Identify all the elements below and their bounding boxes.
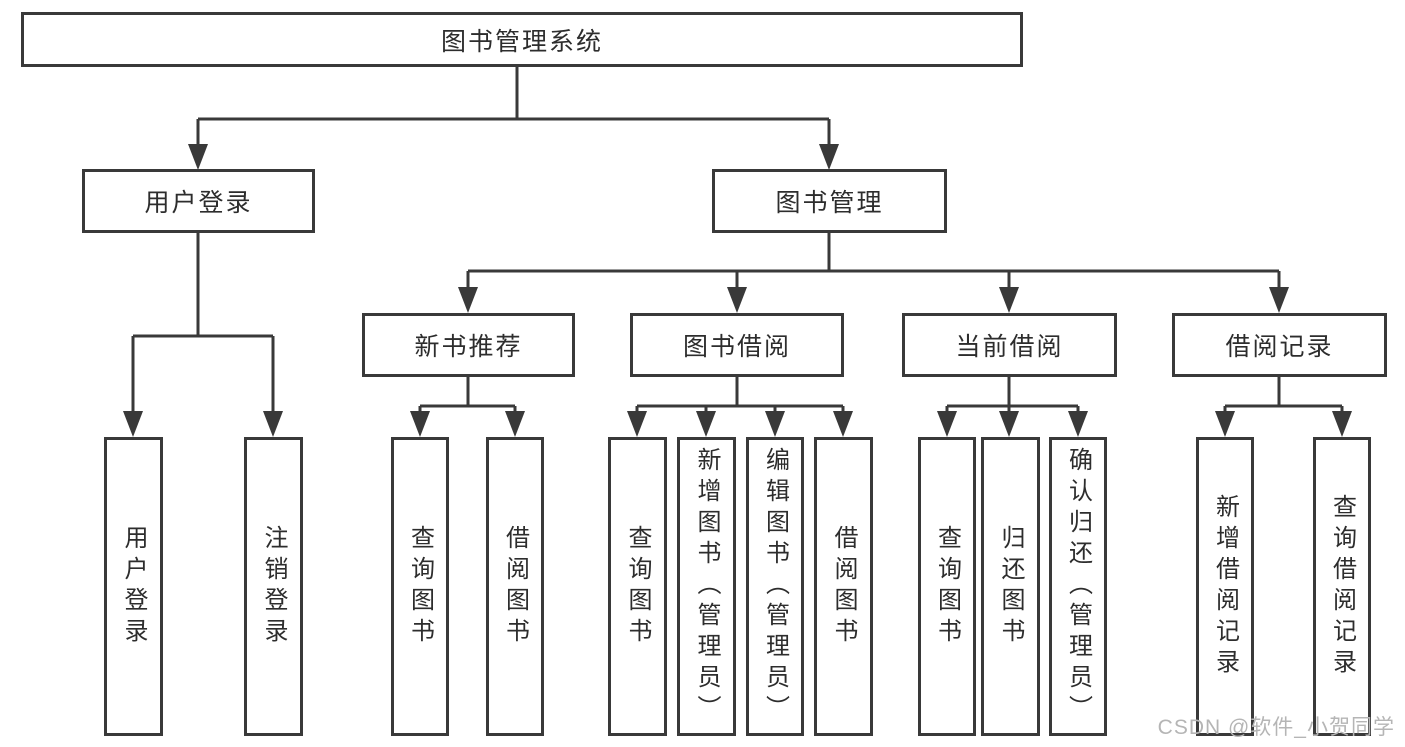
- arrowhead: [999, 411, 1019, 437]
- node-user-login: 用户登录: [82, 169, 315, 233]
- node-root: 图书管理系统: [21, 12, 1023, 67]
- arrowhead: [1068, 411, 1088, 437]
- leaf-label: 注销登录: [260, 524, 287, 649]
- arrowhead: [263, 411, 283, 437]
- node-new-book-recommendation: 新书推荐: [362, 313, 575, 377]
- arrowhead: [505, 411, 525, 437]
- arrowhead: [123, 411, 143, 437]
- arrowhead: [410, 411, 430, 437]
- connector-root-to-level2: [188, 67, 839, 170]
- leaf-label: 查询图书: [624, 524, 651, 649]
- connector-user-login-to-leaves: [123, 232, 283, 437]
- leaf-user-login: 用户登录: [104, 437, 163, 736]
- arrowhead: [627, 411, 647, 437]
- leaf-label: 新增借阅记录: [1211, 493, 1239, 680]
- arrowhead: [999, 287, 1019, 313]
- leaf-query-borrow-record: 查询借阅记录: [1313, 437, 1371, 736]
- leaf-add-borrow-record: 新增借阅记录: [1196, 437, 1254, 736]
- connector-book-borrow-to-leaves: [627, 377, 853, 437]
- leaf-query-books-newbooks: 查询图书: [391, 437, 449, 736]
- arrowhead: [1269, 287, 1289, 313]
- leaf-borrow-books-newbooks: 借阅图书: [486, 437, 544, 736]
- arrowhead: [833, 411, 853, 437]
- leaf-label: 用户登录: [120, 524, 147, 649]
- arrowhead: [819, 144, 839, 170]
- leaf-confirm-return-admin: 确认归还（管理员）: [1049, 437, 1107, 736]
- node-current-borrow: 当前借阅: [902, 313, 1117, 377]
- node-book-management: 图书管理: [712, 169, 947, 233]
- leaf-label: 查询图书: [406, 524, 434, 649]
- watermark: CSDN @软件_小贺同学: [1157, 716, 1395, 739]
- leaf-query-books-current: 查询图书: [918, 437, 976, 736]
- arrowhead: [1332, 411, 1352, 437]
- connector-current-borrow-to-leaves: [937, 377, 1088, 437]
- connector-book-management-to-level3: [458, 233, 1289, 313]
- leaf-query-books-borrow: 查询图书: [608, 437, 667, 736]
- arrowhead: [727, 287, 747, 313]
- arrowhead: [937, 411, 957, 437]
- arrowhead: [696, 411, 716, 437]
- leaf-logout-login: 注销登录: [244, 437, 303, 736]
- arrowhead: [765, 411, 785, 437]
- leaf-label: 查询图书: [933, 524, 961, 649]
- arrowhead: [1215, 411, 1235, 437]
- leaf-label: 归还图书: [997, 524, 1024, 649]
- leaf-label: 新增图书（管理员）: [693, 447, 720, 726]
- connector-new-book-recommend-to-leaves: [410, 377, 525, 437]
- arrowhead: [188, 144, 208, 170]
- leaf-label: 查询借阅记录: [1328, 493, 1356, 680]
- leaf-label: 确认归还（管理员）: [1064, 447, 1092, 726]
- node-borrow-records: 借阅记录: [1172, 313, 1387, 377]
- leaf-borrow-books-borrow: 借阅图书: [814, 437, 873, 736]
- leaf-label: 编辑图书（管理员）: [761, 447, 789, 726]
- leaf-label: 借阅图书: [830, 524, 857, 649]
- leaf-edit-books-admin: 编辑图书（管理员）: [746, 437, 804, 736]
- leaf-label: 借阅图书: [501, 524, 529, 649]
- leaf-add-books-admin: 新增图书（管理员）: [677, 437, 736, 736]
- leaf-return-books: 归还图书: [981, 437, 1040, 736]
- arrowhead: [458, 287, 478, 313]
- node-book-borrow: 图书借阅: [630, 313, 844, 377]
- connector-borrow-records-to-leaves: [1215, 377, 1352, 437]
